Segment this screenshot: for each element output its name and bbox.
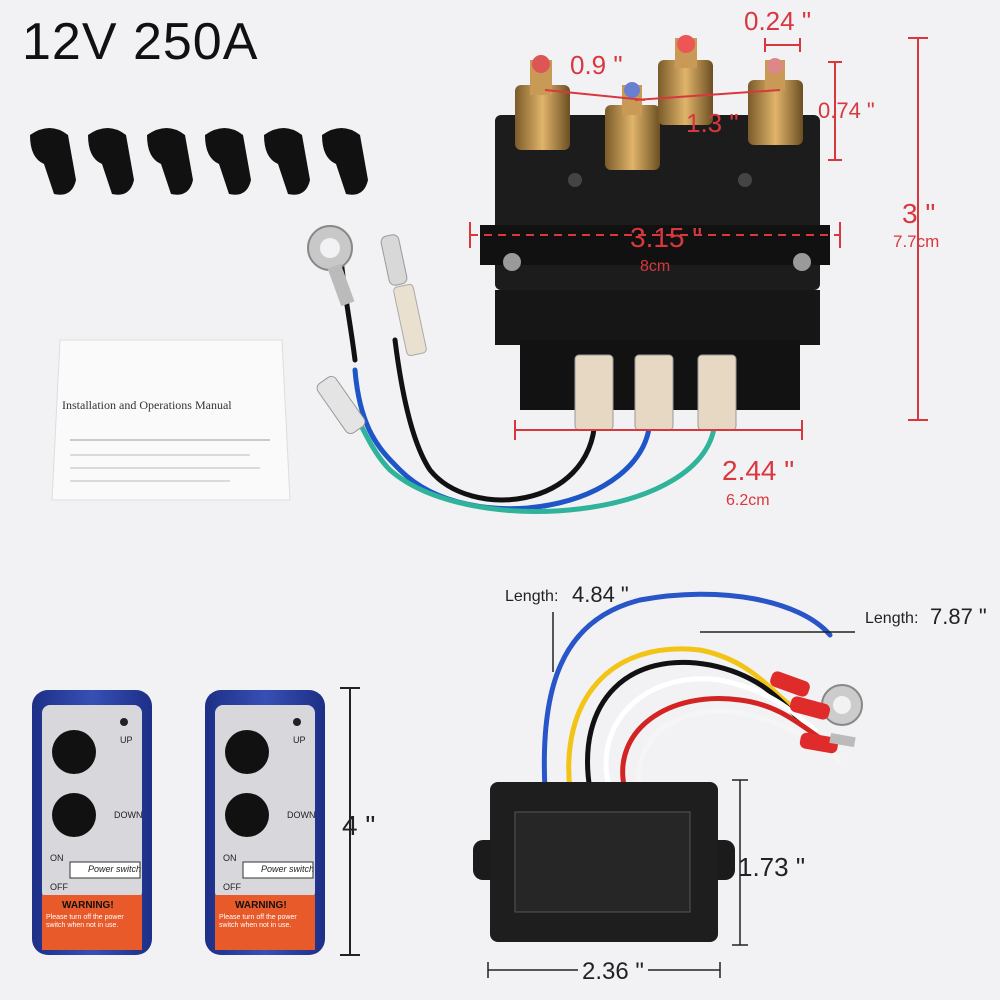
remote-dimension-line — [340, 687, 360, 956]
remote-left-up-label: UP — [120, 735, 133, 745]
receiver-blue-length-value: 4.84 " — [572, 582, 629, 607]
bullet-connectors — [316, 234, 427, 435]
dim-terminal-diagonal: 1.3 " — [686, 108, 739, 138]
remote-left-warning-title: WARNING! — [62, 900, 114, 911]
solenoid-wires — [337, 247, 718, 514]
manual-heading: Installation and Operations Manual — [62, 398, 232, 412]
solenoid-dimension-lines — [469, 37, 928, 440]
dim-terminal-height: 0.74 " — [818, 98, 875, 123]
dim-solenoid-width-cm: 8cm — [640, 258, 671, 275]
remote-right-off-label: OFF — [223, 882, 241, 892]
receiver-wires-length-value: 7.87 " — [930, 604, 987, 629]
remote-right-up-label: UP — [293, 735, 306, 745]
dim-terminal-spacing: 0.9 " — [570, 50, 623, 80]
remote-right-warning-title: WARNING! — [235, 900, 287, 911]
ring-terminal — [307, 225, 355, 307]
remote-right-down-label: DOWN — [287, 810, 316, 820]
remote-right-on-label: ON — [223, 853, 237, 863]
solenoid-body — [480, 35, 830, 431]
dim-solenoid-height-in: 3 " — [902, 198, 936, 229]
dim-remote-height: 4 " — [342, 810, 376, 841]
dim-terminal-gap: 0.24 " — [744, 6, 812, 36]
dim-receiver-width: 2.36 " — [578, 958, 648, 986]
dim-receiver-height: 1.73 " — [738, 852, 806, 882]
remote-left-power-switch: Power switch — [88, 864, 142, 874]
remote-left-on-label: ON — [50, 853, 64, 863]
remote-left-off-label: OFF — [50, 882, 68, 892]
product-title: 12V 250A — [22, 13, 259, 71]
remote-right-warning-text: Please turn off the power switch when no… — [219, 914, 297, 929]
receiver-box — [473, 782, 735, 942]
dim-solenoid-bottom-cm: 6.2cm — [726, 492, 770, 509]
receiver-terminals — [770, 671, 863, 754]
dim-solenoid-width-in: 3.15 " — [630, 222, 703, 253]
remote-left — [32, 690, 152, 955]
terminal-boots — [30, 128, 368, 195]
dim-solenoid-bottom-in: 2.44 " — [722, 455, 795, 486]
remote-left-warning-text: Please turn off the power switch when no… — [46, 914, 124, 929]
remote-right — [205, 690, 325, 955]
receiver-blue-length-label: Length: — [505, 588, 559, 605]
receiver-wires-length-label: Length: — [865, 610, 919, 627]
remote-left-down-label: DOWN — [114, 810, 143, 820]
dim-solenoid-height-cm: 7.7cm — [893, 232, 940, 251]
instruction-manual — [51, 339, 291, 501]
remote-right-power-switch: Power switch — [261, 864, 315, 874]
